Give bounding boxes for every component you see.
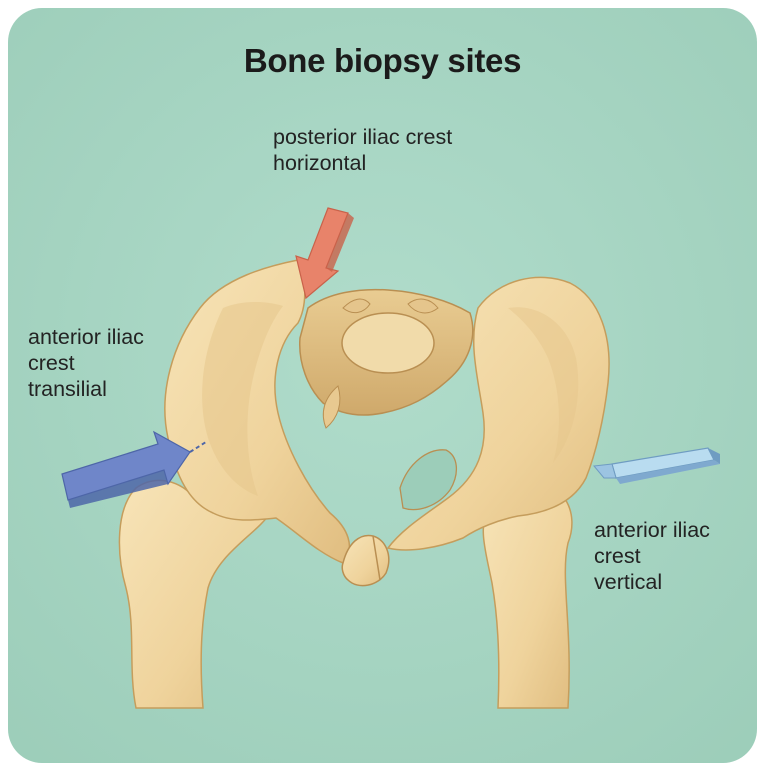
posterior-label-line-2: horizontal xyxy=(273,150,452,176)
vertical-label-line-3: vertical xyxy=(594,569,710,595)
vertical-label-line-2: crest xyxy=(594,543,710,569)
posterior-label-line-1: posterior iliac crest xyxy=(273,124,452,150)
vertical-label-line-1: anterior iliac xyxy=(594,517,710,543)
posterior-iliac-crest-arrow xyxy=(296,208,354,298)
anterior-transilial-label: anterior iliac crest transilial xyxy=(28,324,144,402)
transilial-label-line-2: crest xyxy=(28,350,144,376)
posterior-iliac-crest-label: posterior iliac crest horizontal xyxy=(273,124,452,176)
sacrum xyxy=(300,290,473,428)
transilial-label-line-3: transilial xyxy=(28,376,144,402)
diagram-card: Bone biopsy sites xyxy=(8,8,757,763)
anterior-vertical-label: anterior iliac crest vertical xyxy=(594,517,710,595)
transilial-label-line-1: anterior iliac xyxy=(28,324,144,350)
anterior-vertical-arrow xyxy=(594,448,720,484)
